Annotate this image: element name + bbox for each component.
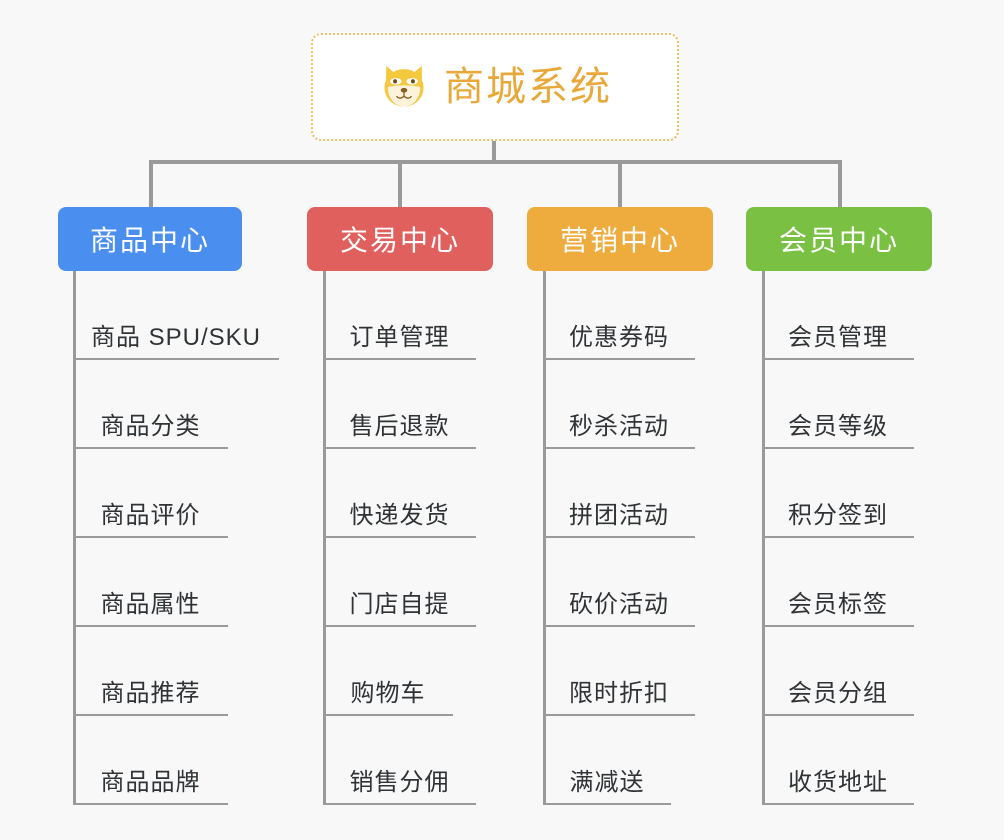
connector-stem bbox=[492, 141, 496, 163]
leaf-label: 购物车 bbox=[350, 680, 426, 708]
leaf-item[interactable]: 会员分组 bbox=[762, 627, 914, 716]
leaf-item[interactable]: 商品评价 bbox=[73, 449, 228, 538]
leaf-label: 限时折扣 bbox=[569, 680, 669, 708]
leaf-label: 优惠券码 bbox=[569, 324, 669, 352]
leaf-item[interactable]: 优惠券码 bbox=[543, 271, 695, 360]
category-box-交易中心[interactable]: 交易中心 bbox=[307, 207, 493, 271]
leaf-label: 商品分类 bbox=[100, 413, 201, 441]
leaf-label: 会员等级 bbox=[788, 413, 888, 441]
leaf-label: 订单管理 bbox=[349, 324, 450, 352]
column-rail bbox=[762, 271, 765, 805]
leaf-label: 售后退款 bbox=[349, 413, 450, 441]
column-rail bbox=[73, 271, 76, 805]
connector-bus bbox=[149, 160, 842, 164]
leaf-item[interactable]: 订单管理 bbox=[323, 271, 476, 360]
leaf-item[interactable]: 收货地址 bbox=[762, 716, 914, 805]
leaf-label: 会员分组 bbox=[788, 680, 888, 708]
connector-drop-1 bbox=[149, 160, 153, 207]
category-label: 交易中心 bbox=[339, 225, 460, 256]
category-box-营销中心[interactable]: 营销中心 bbox=[527, 207, 713, 271]
leaf-item[interactable]: 商品推荐 bbox=[73, 627, 228, 716]
leaf-item[interactable]: 门店自提 bbox=[323, 538, 476, 627]
column-rail bbox=[323, 271, 326, 805]
leaf-label: 商品 SPU/SKU bbox=[90, 324, 262, 352]
category-box-会员中心[interactable]: 会员中心 bbox=[746, 207, 932, 271]
root-node[interactable]: 商城系统 bbox=[311, 33, 679, 141]
leaf-label: 会员标签 bbox=[788, 591, 888, 619]
connector-drop-4 bbox=[838, 160, 842, 207]
leaf-item[interactable]: 秒杀活动 bbox=[543, 360, 695, 449]
connector-drop-2 bbox=[398, 160, 402, 207]
leaf-label: 满减送 bbox=[569, 769, 645, 797]
leaf-item[interactable]: 会员等级 bbox=[762, 360, 914, 449]
category-box-商品中心[interactable]: 商品中心 bbox=[58, 207, 242, 271]
leaf-item[interactable]: 快递发货 bbox=[323, 449, 476, 538]
leaf-item[interactable]: 限时折扣 bbox=[543, 627, 695, 716]
category-label: 会员中心 bbox=[778, 225, 899, 256]
connector-drop-3 bbox=[618, 160, 622, 207]
shiba-dog-face-icon bbox=[384, 65, 424, 107]
leaf-label: 商品评价 bbox=[100, 502, 201, 530]
leaf-item[interactable]: 满减送 bbox=[543, 716, 671, 805]
leaf-label: 拼团活动 bbox=[569, 502, 669, 530]
leaf-item[interactable]: 积分签到 bbox=[762, 449, 914, 538]
leaf-item[interactable]: 售后退款 bbox=[323, 360, 476, 449]
leaf-label: 商品属性 bbox=[100, 591, 201, 619]
category-label: 商品中心 bbox=[89, 225, 210, 256]
leaf-item[interactable]: 会员管理 bbox=[762, 271, 914, 360]
leaf-item[interactable]: 商品属性 bbox=[73, 538, 228, 627]
leaf-label: 收货地址 bbox=[788, 769, 888, 797]
leaf-label: 商品品牌 bbox=[100, 769, 201, 797]
leaf-label: 商品推荐 bbox=[100, 680, 201, 708]
leaf-label: 门店自提 bbox=[349, 591, 450, 619]
leaf-label: 秒杀活动 bbox=[569, 413, 669, 441]
leaf-item[interactable]: 销售分佣 bbox=[323, 716, 476, 805]
leaf-item[interactable]: 砍价活动 bbox=[543, 538, 695, 627]
leaf-label: 销售分佣 bbox=[349, 769, 450, 797]
leaf-item[interactable]: 商品品牌 bbox=[73, 716, 228, 805]
leaf-item[interactable]: 拼团活动 bbox=[543, 449, 695, 538]
leaf-label: 砍价活动 bbox=[569, 591, 669, 619]
column-rail bbox=[543, 271, 546, 805]
leaf-item[interactable]: 商品分类 bbox=[73, 360, 228, 449]
leaf-item[interactable]: 会员标签 bbox=[762, 538, 914, 627]
leaf-label: 积分签到 bbox=[788, 502, 888, 530]
leaf-item[interactable]: 购物车 bbox=[323, 627, 453, 716]
leaf-label: 会员管理 bbox=[788, 324, 888, 352]
root-title: 商城系统 bbox=[444, 65, 612, 109]
leaf-label: 快递发货 bbox=[349, 502, 450, 530]
leaf-item[interactable]: 商品 SPU/SKU bbox=[73, 271, 279, 360]
category-label: 营销中心 bbox=[559, 225, 680, 256]
